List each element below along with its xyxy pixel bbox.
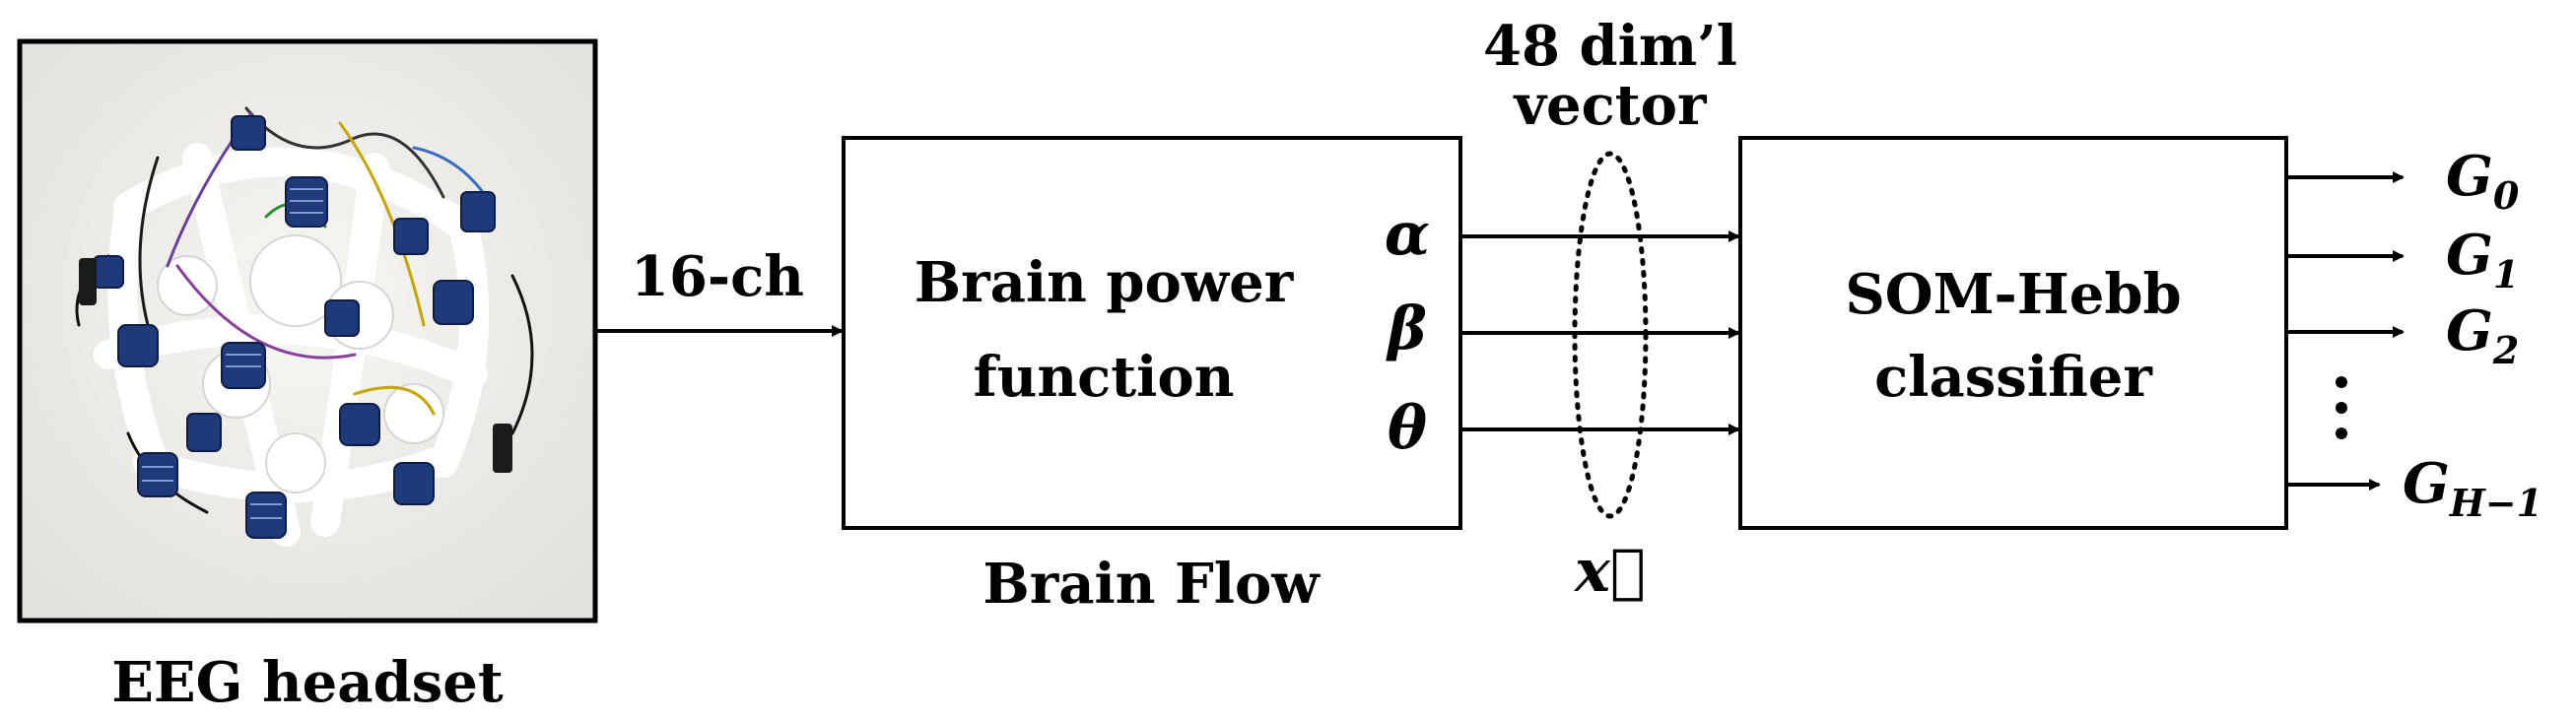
classifier-line2: classifier xyxy=(1874,345,2153,410)
eeg-headset-photo xyxy=(17,38,598,624)
channel-count-label: 16-ch xyxy=(631,244,804,309)
ear-clips xyxy=(79,258,512,473)
output-label-g2: G2 xyxy=(2446,298,2519,372)
vector-symbol: x⃗ xyxy=(1573,537,1646,606)
brain-block-line1: Brain power xyxy=(915,250,1295,315)
output-label-g0: G0 xyxy=(2446,144,2520,218)
band-alpha: α xyxy=(1385,200,1430,269)
vector-grouping-ellipse xyxy=(1572,151,1649,519)
brain-power-function-block xyxy=(842,136,1462,530)
band-beta: β xyxy=(1386,295,1427,363)
headset-caption: EEG headset xyxy=(111,650,504,715)
output-label-gh: GH−1 xyxy=(2403,451,2542,525)
brain-block-line2: function xyxy=(974,345,1235,410)
band-theta: θ xyxy=(1388,394,1427,463)
som-hebb-classifier-block xyxy=(1738,136,2288,530)
vector-label-line1: 48 dim’l xyxy=(1483,14,1737,79)
classifier-line1: SOM-Hebb xyxy=(1845,262,2181,327)
brain-flow-caption: Brain Flow xyxy=(983,552,1321,617)
vector-label-line2: vector xyxy=(1513,73,1708,138)
output-label-g1: G1 xyxy=(2446,223,2519,296)
headset-wires xyxy=(75,106,534,514)
output-ellipsis xyxy=(2336,376,2347,439)
